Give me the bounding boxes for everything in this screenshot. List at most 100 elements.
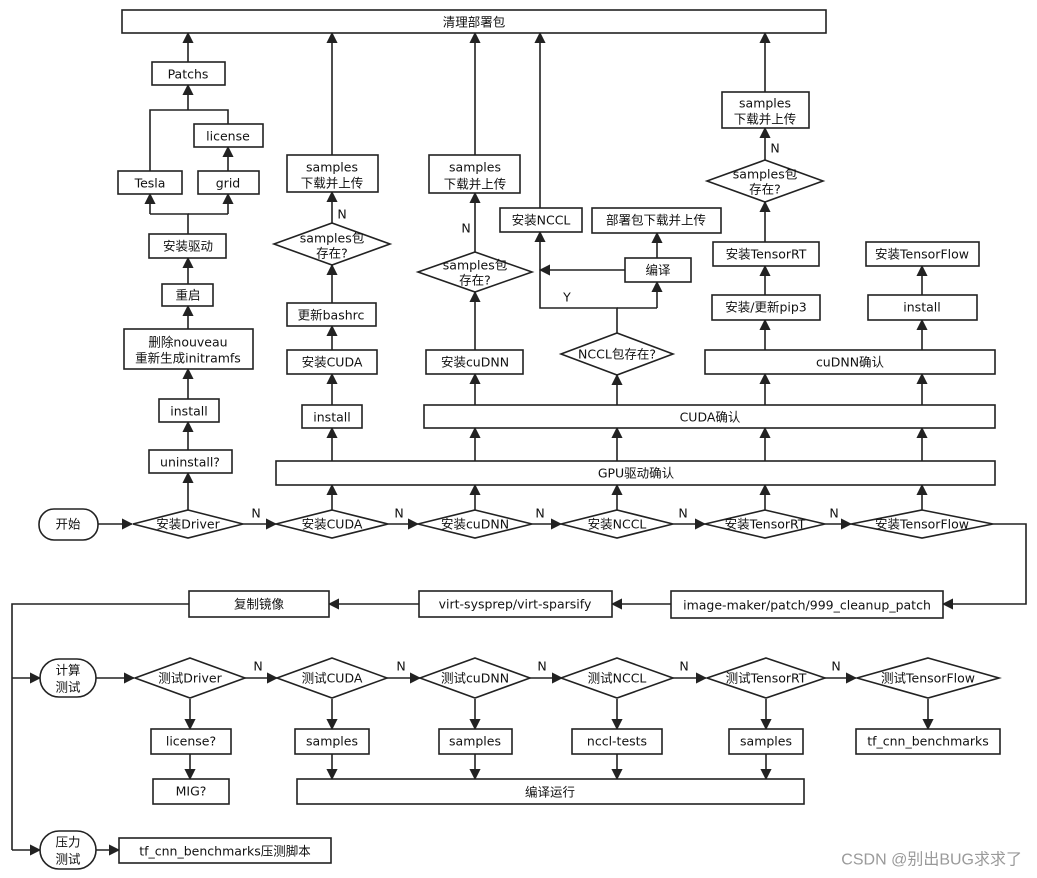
image-maker-label: image-maker/patch/999_cleanup_patch bbox=[683, 598, 931, 613]
install-cuda-box bbox=[286, 349, 378, 375]
install-a-label: install bbox=[170, 404, 207, 419]
edge-labels: N N N N N N N N Y N N N N N bbox=[251, 141, 840, 674]
samples-cuda-box bbox=[286, 154, 379, 193]
bashrc-label: 更新bashrc bbox=[298, 308, 365, 323]
uninstall-q-label: uninstall? bbox=[160, 455, 220, 470]
cuda-decision bbox=[275, 509, 389, 539]
install-driver-box bbox=[148, 233, 227, 259]
label-n-samples-cudnn: N bbox=[461, 221, 470, 236]
edge-tf-to-image-maker bbox=[941, 523, 1027, 610]
install-a-box bbox=[158, 398, 220, 423]
label-n-cuda: N bbox=[394, 506, 403, 521]
samples-cuda-label-2: 下载并上传 bbox=[301, 176, 364, 191]
grid-label: grid bbox=[216, 176, 240, 191]
license-box bbox=[193, 123, 264, 148]
start-label: 开始 bbox=[55, 517, 81, 532]
samples-trt-label-2: 下载并上传 bbox=[734, 112, 797, 127]
compute-test-label-1: 计算 bbox=[55, 663, 80, 678]
t-trt-decision bbox=[704, 657, 828, 699]
patchs-box bbox=[151, 61, 226, 86]
samples-cuda-q-1: samples包 bbox=[300, 231, 364, 246]
tesla-box bbox=[117, 170, 183, 195]
install-trt-box bbox=[712, 241, 820, 267]
gpu-check-label: GPU驱动确认 bbox=[598, 466, 675, 481]
tf-bench-box bbox=[855, 728, 1001, 755]
samples-trt-q-1: samples包 bbox=[733, 167, 797, 182]
label-y-nccl: Y bbox=[562, 290, 571, 305]
label-n-driver: N bbox=[251, 506, 260, 521]
t-driver-decision bbox=[132, 657, 248, 699]
bashrc-box bbox=[286, 302, 377, 327]
t-nccl-decision bbox=[558, 657, 676, 699]
compile-box bbox=[624, 257, 692, 283]
t-driver-label: 测试Driver bbox=[158, 671, 222, 686]
label-n-cudnn: N bbox=[535, 506, 544, 521]
label-n-trt: N bbox=[829, 506, 838, 521]
label-n-t-trt: N bbox=[831, 659, 840, 674]
compute-test-terminal bbox=[39, 658, 97, 698]
samples-cudnn-q-2: 存在? bbox=[459, 273, 491, 288]
t-cuda-decision bbox=[274, 657, 390, 699]
copy-image-label: 复制镜像 bbox=[234, 597, 285, 612]
tf-decision-label: 安装TensorFlow bbox=[875, 517, 969, 532]
uninstall-q-box bbox=[148, 449, 233, 474]
edges bbox=[11, 31, 1027, 856]
install-cuda-label: 安装CUDA bbox=[302, 355, 363, 370]
t-tf-decision bbox=[854, 657, 1002, 699]
stress-script-label: tf_cnn_benchmarks压测脚本 bbox=[139, 844, 311, 859]
samples-cuda-q-2: 存在? bbox=[316, 246, 348, 261]
compile-run-label: 编译运行 bbox=[525, 785, 575, 800]
patchs-label: Patchs bbox=[168, 67, 209, 82]
install-trt-label: 安装TensorRT bbox=[726, 247, 807, 262]
samples-trt-q-2: 存在? bbox=[749, 182, 781, 197]
stress-test-label-1: 压力 bbox=[55, 835, 80, 850]
install-nccl-box bbox=[499, 207, 583, 233]
virt-label: virt-sysprep/virt-sparsify bbox=[439, 597, 592, 612]
label-n-t-cuda: N bbox=[396, 659, 405, 674]
trt-decision-label: 安装TensorRT bbox=[725, 517, 806, 532]
install-nccl-label: 安装NCCL bbox=[512, 213, 571, 228]
deploy-pkg-box bbox=[591, 207, 722, 234]
t-trt-label: 测试TensorRT bbox=[726, 671, 807, 686]
nccl-tests-box bbox=[571, 728, 663, 755]
trt-decision bbox=[704, 509, 826, 539]
license-label: license bbox=[206, 129, 250, 144]
cudnn-decision-label: 安装cuDNN bbox=[441, 517, 509, 532]
t-nccl-label: 测试NCCL bbox=[588, 671, 647, 686]
grid-box bbox=[197, 170, 260, 195]
tesla-label: Tesla bbox=[134, 176, 166, 191]
label-n-nccl: N bbox=[678, 506, 687, 521]
install-c-box bbox=[867, 294, 978, 321]
virt-box bbox=[418, 590, 613, 618]
nouveau-box bbox=[123, 328, 254, 370]
driver-decision bbox=[132, 509, 244, 539]
cleanup-box bbox=[121, 9, 827, 34]
nccl-tests-label: nccl-tests bbox=[587, 734, 647, 749]
install-b-label: install bbox=[313, 410, 350, 425]
t-cuda-label: 测试CUDA bbox=[302, 671, 363, 686]
install-tf-label: 安装TensorFlow bbox=[875, 247, 969, 262]
gpu-check-box bbox=[275, 460, 996, 486]
samples-t2-label: samples bbox=[449, 734, 501, 749]
stress-test-label-2: 测试 bbox=[55, 852, 81, 867]
copy-image-box bbox=[188, 590, 330, 618]
pip3-box bbox=[711, 294, 821, 321]
tf-decision bbox=[850, 509, 994, 539]
samples-cudnn-label-2: 下载并上传 bbox=[444, 177, 507, 192]
edge-tesla-up bbox=[149, 109, 188, 171]
t-tf-label: 测试TensorFlow bbox=[881, 671, 975, 686]
mig-q-label: MIG? bbox=[176, 784, 207, 799]
stress-script-box bbox=[118, 837, 332, 864]
nccl-q-label: NCCL包存在? bbox=[578, 347, 656, 362]
label-n-t-cudnn: N bbox=[537, 659, 546, 674]
cuda-decision-label: 安装CUDA bbox=[302, 517, 363, 532]
nouveau-label-2: 重新生成initramfs bbox=[135, 351, 241, 366]
install-cudnn-label: 安装cuDNN bbox=[441, 355, 509, 370]
compile-label: 编译 bbox=[645, 263, 671, 278]
samples-cudnn-label-1: samples bbox=[449, 160, 501, 175]
install-driver-label: 安装驱动 bbox=[163, 239, 213, 254]
license-q-label: license? bbox=[166, 734, 216, 749]
cudnn-check-label: cuDNN确认 bbox=[816, 355, 885, 370]
label-n-samples-cuda: N bbox=[337, 207, 346, 222]
